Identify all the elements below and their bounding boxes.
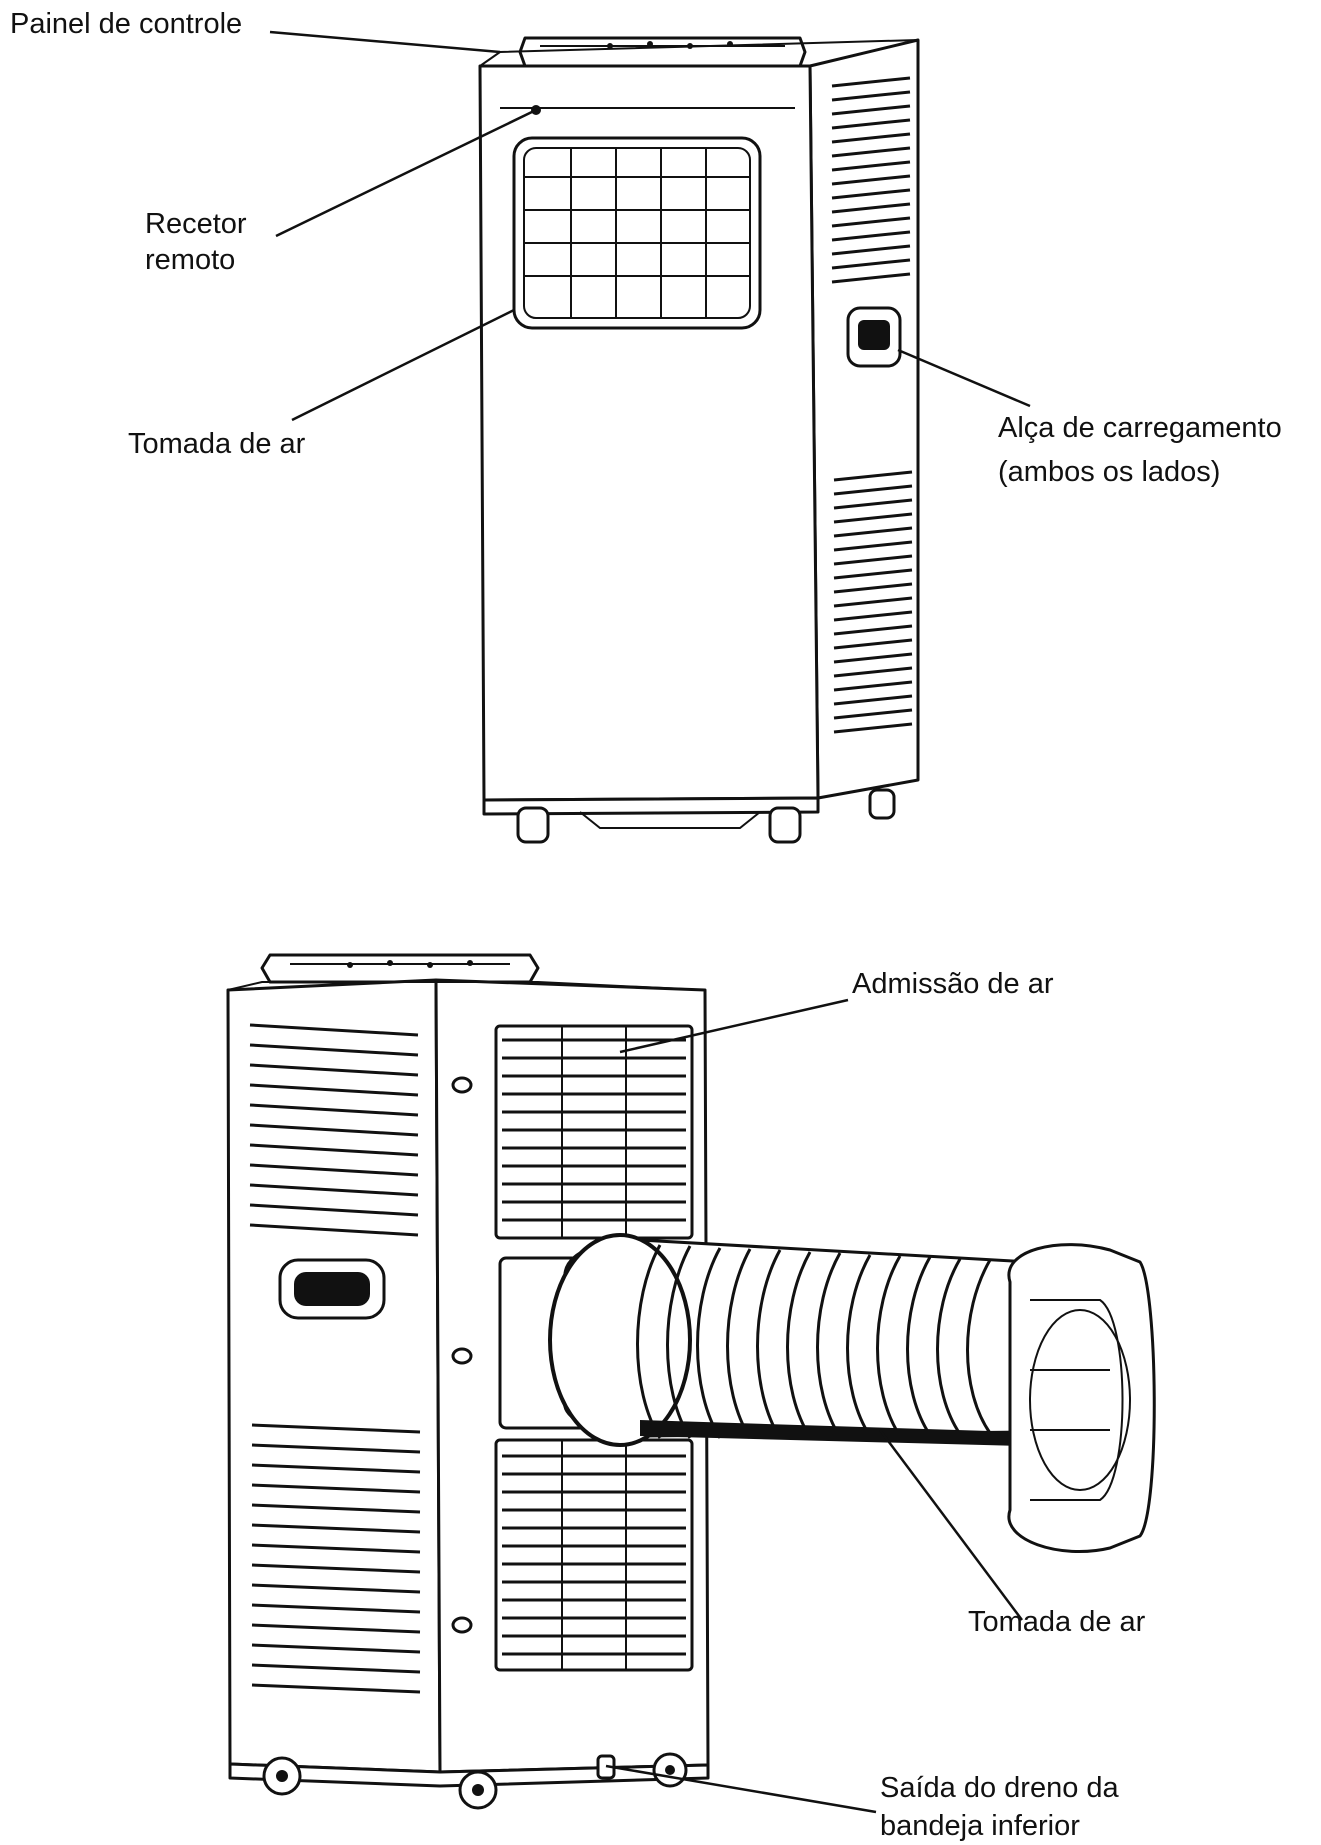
air-conditioner-front-illustration [480,38,918,842]
leader-air-outlet-hose [880,1430,1022,1620]
label-carry-handle-line2: (ambos os lados) [998,454,1220,490]
label-carry-handle-line1: Alça de carregamento [998,410,1282,446]
label-air-outlet-hose: Tomada de ar [968,1604,1145,1640]
label-drain-line2: bandeja inferior [880,1808,1080,1844]
leader-drain-outlet [606,1766,876,1812]
label-control-panel: Painel de controle [10,6,242,42]
air-conditioner-rear-illustration [228,955,1154,1808]
label-remote-receiver-line1: Recetor [145,206,247,242]
leader-control-panel [270,32,500,52]
label-remote-receiver-line2: remoto [145,242,235,278]
label-air-outlet-front: Tomada de ar [128,426,305,462]
label-drain-line1: Saída do dreno da [880,1770,1119,1806]
label-air-intake: Admissão de ar [852,966,1054,1002]
